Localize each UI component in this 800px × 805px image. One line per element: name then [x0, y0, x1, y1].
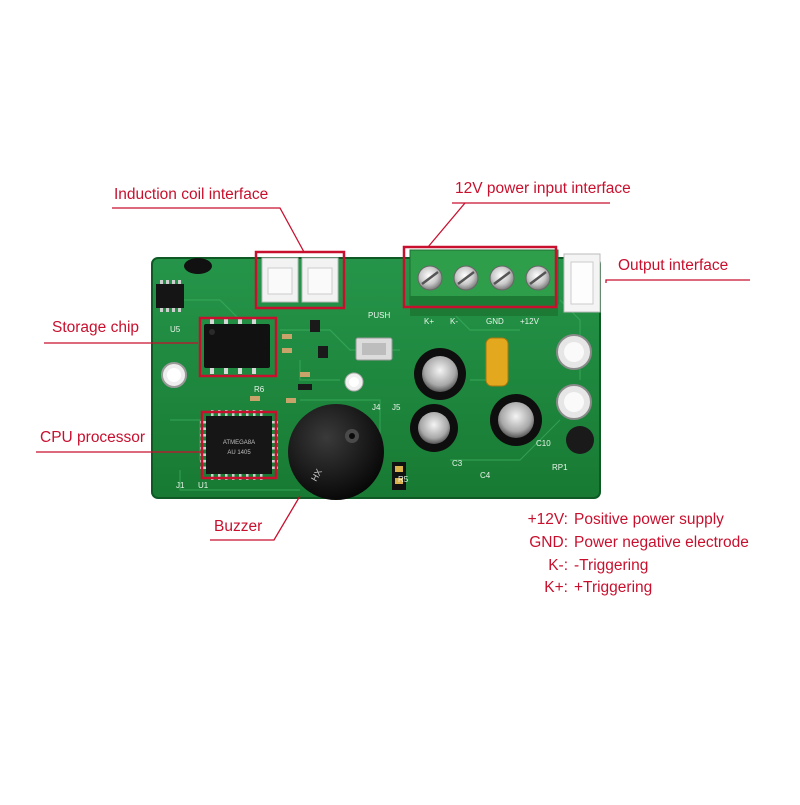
- induction-coil-connectors: [261, 257, 339, 303]
- callout-induction-coil: Induction coil interface: [114, 186, 269, 203]
- silkscreen-label: C10: [536, 439, 551, 448]
- power-terminal-block: [409, 249, 559, 316]
- leader-induction-coil: [112, 207, 305, 253]
- silkscreen-label: J1: [176, 481, 185, 490]
- smd-resistors: [250, 334, 310, 403]
- silkscreen-label: J5: [392, 403, 401, 412]
- silkscreen-label: C3: [452, 459, 463, 468]
- silkscreen-label: R6: [254, 385, 265, 394]
- silkscreen-label: GND: [486, 317, 504, 326]
- legend-desc: -Triggering: [574, 557, 649, 574]
- electrolytic-capacitors: [410, 348, 542, 452]
- cpu-chip: ATMEGA8A AU 1405: [200, 410, 278, 480]
- soic-chip: [156, 284, 184, 308]
- legend-key: +12V:: [527, 511, 568, 528]
- silkscreen-label: RP1: [552, 463, 568, 472]
- callout-output: Output interface: [618, 257, 729, 274]
- highlight-boxes: [198, 245, 558, 480]
- silkscreen-label: K+: [424, 317, 434, 326]
- cpu-chip-label: ATMEGA8A: [223, 440, 255, 446]
- callout-power-input: 12V power input interface: [455, 180, 631, 197]
- legend-row-k-minus: K-: -Triggering: [512, 558, 648, 574]
- legend-desc: +Triggering: [574, 579, 653, 596]
- legend-key: K+:: [544, 579, 568, 596]
- silkscreen-label: R5: [398, 475, 409, 484]
- legend-desc: Positive power supply: [574, 511, 724, 528]
- highlight-storage-chip: [198, 316, 278, 378]
- legend-row-k-plus: K+: +Triggering: [512, 580, 652, 596]
- buzzer: HX: [288, 404, 384, 500]
- silkscreen-label: K-: [450, 317, 458, 326]
- legend-key: GND:: [529, 534, 568, 551]
- highlight-power-input: [402, 245, 558, 309]
- highlight-induction-coil: [254, 250, 346, 310]
- legend-row-gnd: GND: Power negative electrode: [512, 535, 749, 551]
- output-connector: [563, 253, 601, 313]
- silkscreen-label: PUSH: [368, 311, 390, 320]
- leader-lines: [36, 202, 750, 541]
- callout-storage-chip: Storage chip: [52, 319, 140, 336]
- storage-chip: [204, 318, 270, 374]
- silkscreen-label: +12V: [520, 317, 540, 326]
- right-side-components: [556, 334, 594, 454]
- silkscreen-label: J4: [372, 403, 381, 412]
- silkscreen-label: U5: [170, 325, 181, 334]
- leader-output: [605, 279, 750, 283]
- silkscreen-label: C4: [480, 471, 491, 480]
- film-capacitor: [485, 337, 509, 387]
- cpu-chip-code: AU 1405: [227, 450, 251, 456]
- legend-row-12v: +12V: Positive power supply: [512, 512, 724, 528]
- leader-power-input: [427, 202, 466, 248]
- legend-key: K-:: [548, 557, 568, 574]
- highlight-cpu: [200, 410, 278, 480]
- callout-cpu: CPU processor: [40, 429, 146, 446]
- legend-desc: Power negative electrode: [574, 534, 749, 551]
- leader-buzzer: [210, 495, 301, 541]
- silkscreen-label: U1: [198, 481, 209, 490]
- callout-buzzer: Buzzer: [214, 518, 263, 535]
